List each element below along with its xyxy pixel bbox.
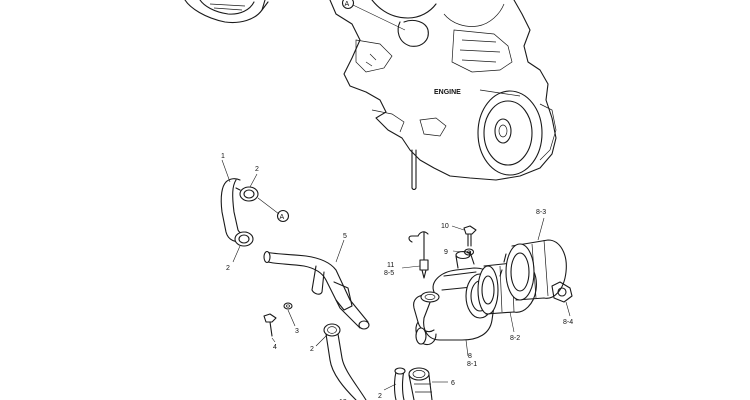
callout-6: 6 xyxy=(451,380,455,387)
callout-2-left: 2 xyxy=(226,265,230,272)
ref-marker-a-lower: A xyxy=(257,197,290,223)
engine-drawing: ENGINE xyxy=(329,0,557,191)
svg-text:A: A xyxy=(280,214,285,221)
callout-2-bottom: 2 xyxy=(378,393,382,400)
part-4-bolt: 4 xyxy=(263,313,277,351)
callout-8-1: 8-1 xyxy=(467,361,477,368)
part-11-indicator: 11 8-5 xyxy=(384,231,429,279)
part-1-elbow-hose: 1 2 2 xyxy=(220,153,259,272)
callout-9: 9 xyxy=(444,249,448,256)
callout-8-3: 8-3 xyxy=(536,209,546,216)
callout-8-4: 8-4 xyxy=(563,319,573,326)
callout-8: 8 xyxy=(468,353,472,360)
svg-text:A: A xyxy=(345,1,350,8)
callout-4: 4 xyxy=(273,344,277,351)
callout-8-5: 8-5 xyxy=(384,270,394,277)
lower-hose: 2 12 xyxy=(310,323,367,400)
part-10-bolt: 10 xyxy=(441,223,477,247)
callout-1: 1 xyxy=(221,153,225,160)
part-9-washer: 9 xyxy=(444,248,475,256)
part-5-pipe: 5 xyxy=(263,233,370,330)
top-left-component xyxy=(184,0,269,24)
callout-10: 10 xyxy=(441,223,449,230)
part-8-3-cover: 8-3 xyxy=(499,209,567,301)
engine-label: ENGINE xyxy=(434,89,461,96)
part-8-4-valve: 8-4 xyxy=(551,281,573,326)
part-3-washer: 3 xyxy=(283,302,299,335)
callout-5: 5 xyxy=(343,233,347,240)
callout-8-2: 8-2 xyxy=(510,335,520,342)
callout-3: 3 xyxy=(295,328,299,335)
callout-2-top: 2 xyxy=(255,166,259,173)
callout-11: 11 xyxy=(387,262,394,269)
callout-2-mid: 2 xyxy=(310,346,314,353)
ref-marker-a-top: A xyxy=(341,0,406,31)
part-6-hose: 6 2 xyxy=(378,367,455,400)
